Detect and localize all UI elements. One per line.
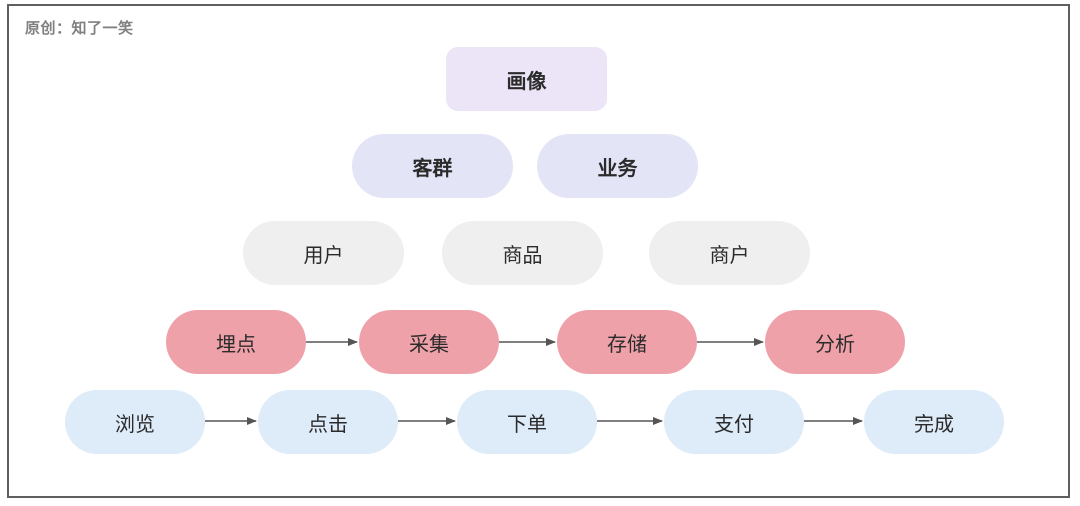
node-order: 下单 — [457, 390, 597, 454]
node-pay: 支付 — [664, 390, 804, 454]
watermark-text: 原创：知了一笑 — [25, 19, 134, 37]
node-browse: 浏览 — [65, 390, 205, 454]
node-portrait: 画像 — [446, 47, 607, 111]
node-analysis: 分析 — [765, 310, 905, 374]
node-user: 用户 — [243, 221, 404, 285]
node-product: 商品 — [442, 221, 603, 285]
node-customer-group: 客群 — [352, 134, 513, 198]
node-business: 业务 — [537, 134, 698, 198]
node-merchant: 商户 — [649, 221, 810, 285]
node-click: 点击 — [258, 390, 398, 454]
node-complete: 完成 — [864, 390, 1004, 454]
node-storage: 存储 — [557, 310, 697, 374]
node-collect: 采集 — [359, 310, 499, 374]
node-tracking: 埋点 — [166, 310, 306, 374]
